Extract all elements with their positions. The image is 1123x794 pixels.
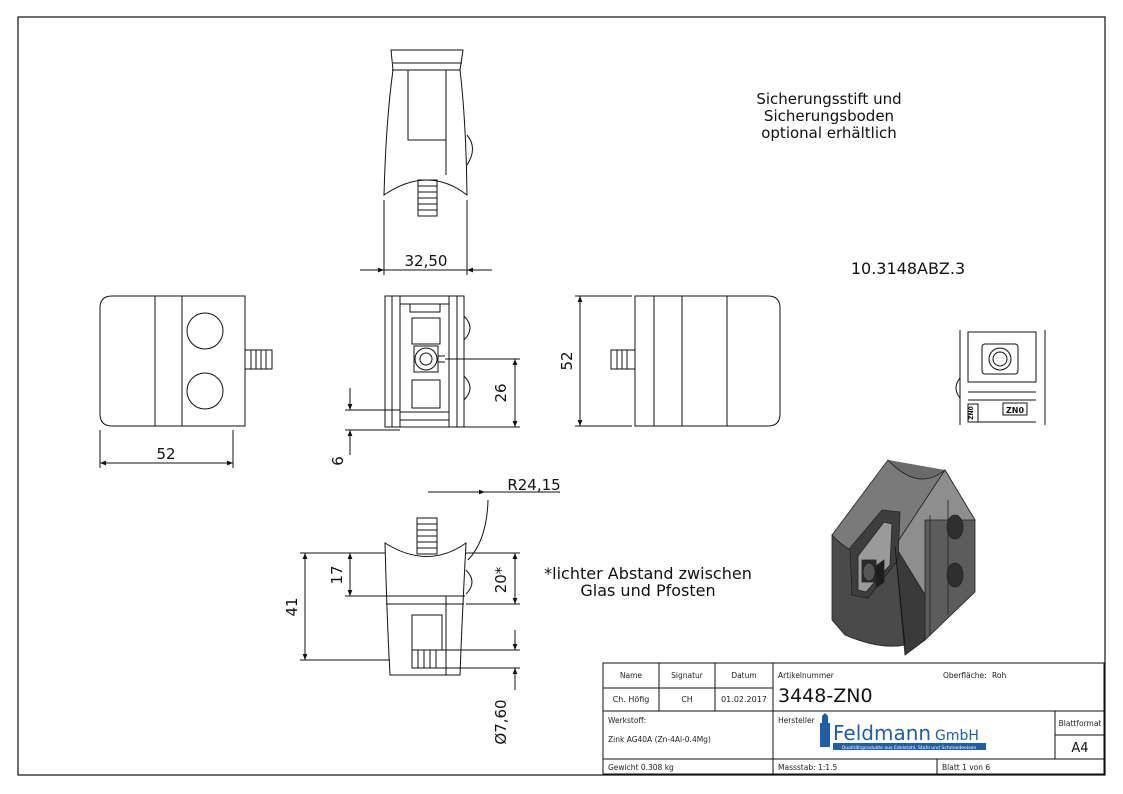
company-tagline: Qualitätsprodukte aus Edelstahl, Stahl u… <box>842 745 977 751</box>
tb-material-label: Werkstoff: <box>608 716 646 725</box>
note-clearance-line1: *lichter Abstand zwischen <box>544 564 752 583</box>
dim-bottom-total: 41 <box>283 597 301 616</box>
note-optional-line2: Sicherungsboden <box>764 107 894 125</box>
note-optional-line1: Sicherungsstift und <box>756 90 901 108</box>
tb-surface-value: Roh <box>992 671 1006 680</box>
tb-date: 01.02.2017 <box>721 695 767 704</box>
company-suffix: GmbH <box>935 728 979 744</box>
drawing-frame <box>17 16 1106 776</box>
title-block <box>602 662 1105 775</box>
dim-right-height: 52 <box>558 351 576 370</box>
top-view <box>360 49 492 275</box>
dim-bottom-upper: 17 <box>328 565 346 584</box>
detail-stamp: ZN0 <box>1006 406 1024 415</box>
bottom-view <box>300 489 560 690</box>
tb-manufacturer-label: Hersteller <box>778 716 816 725</box>
tb-article-label: Artikelnummer <box>778 671 835 680</box>
detail-stamp-side: ZN0 <box>968 406 975 420</box>
tb-weight: Gewicht 0.308 kg <box>608 763 674 772</box>
dim-radius: R24,15 <box>507 476 560 494</box>
tb-surface-label: Oberfläche: <box>943 671 987 680</box>
detail-view <box>955 330 1046 425</box>
tb-name: Ch. Höfig <box>613 695 650 704</box>
dim-bottom-gap: 20* <box>492 566 510 593</box>
company-logo: Feldmann GmbH Qualitätsprodukte aus Edel… <box>820 713 986 751</box>
tb-article-number: 3448-ZN0 <box>778 685 873 707</box>
dim-center-height: 26 <box>492 383 510 402</box>
isometric-view <box>831 459 976 656</box>
left-view <box>99 295 273 468</box>
tb-signature-header: Signatur <box>671 671 704 680</box>
tb-format-value: A4 <box>1071 741 1088 756</box>
dim-top-width: 32,50 <box>405 252 448 270</box>
note-part-ref: 10.3148ABZ.3 <box>851 259 965 278</box>
company-name: Feldmann <box>833 721 931 745</box>
right-view <box>575 295 781 427</box>
center-view <box>345 295 520 455</box>
tb-date-header: Datum <box>731 671 756 680</box>
tb-signature: CH <box>681 695 693 704</box>
dim-bottom-diameter: Ø7,60 <box>492 699 510 744</box>
tb-sheet: Blatt 1 von 6 <box>942 763 990 772</box>
dim-left-width: 52 <box>156 445 175 463</box>
dim-center-slot: 6 <box>329 456 347 466</box>
tb-name-header: Name <box>620 671 643 680</box>
tb-material-value: Zink AG40A (Zn-4Al-0.4Mg) <box>608 735 711 744</box>
note-clearance-line2: Glas und Pfosten <box>580 581 715 600</box>
tb-scale: Massstab: 1:1.5 <box>778 763 837 772</box>
tb-format-label: Blattformat <box>1059 719 1102 728</box>
note-optional-line3: optional erhältlich <box>761 124 897 142</box>
